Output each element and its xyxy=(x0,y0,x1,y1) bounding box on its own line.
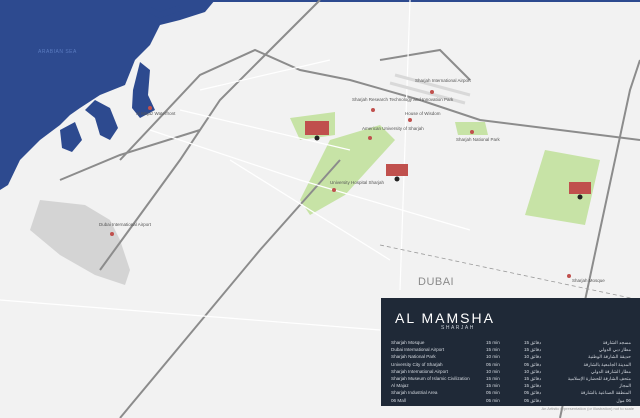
cell-time-ar: 05 دقائق xyxy=(524,390,542,396)
roads xyxy=(59,0,640,418)
place-hospital[interactable]: University Hospital Sharjah xyxy=(330,180,385,192)
cell-time-ar: 15 دقائق xyxy=(524,340,542,345)
svg-text:Sharjah International Airport: Sharjah International Airport xyxy=(415,78,472,83)
svg-text:Sharjah Research Technology an: Sharjah Research Technology and Innovati… xyxy=(352,97,454,102)
cell-time-ar: 15 دقائق xyxy=(524,375,542,381)
cell-time: 15 min xyxy=(486,340,500,345)
cell-ar: حديقة الشارقة الوطنية xyxy=(588,354,631,360)
creek xyxy=(60,62,155,152)
cell-time: 10 min xyxy=(486,354,500,360)
pin-icon xyxy=(110,232,114,236)
place-sharjah-mosque[interactable]: Sharjah Mosque xyxy=(567,274,605,283)
cell-time-ar: 10 دقائق xyxy=(524,368,542,374)
minor-roads xyxy=(0,0,471,331)
city-label-dubai: DUBAI xyxy=(418,276,454,288)
sharjah-national-park-area xyxy=(525,150,600,225)
cell-en: Sharjah Industrial Area xyxy=(391,390,438,396)
pin-icon xyxy=(332,188,336,192)
place-al-majaz[interactable]: Al Majaz Waterfront xyxy=(136,106,176,116)
al-mamsha-marker[interactable] xyxy=(305,121,329,141)
disclaimer: An Artistic representation (or illustrat… xyxy=(541,406,635,411)
cell-en: Sharjah National Park xyxy=(391,354,436,360)
cell-time-ar: 05 دقائق xyxy=(524,361,542,367)
cell-ar: المنطقة الصناعية بالشارقة xyxy=(580,390,631,396)
table-row: University City of Sharjah 05 min 05 دقائق… xyxy=(391,361,631,368)
table-row: Sharjah Industrial Area 05 min 05 دقائق الم… xyxy=(391,389,631,396)
pin-icon xyxy=(314,135,320,141)
cell-ar: مسجد الشارقة xyxy=(602,340,631,345)
cell-ar: 06 مول xyxy=(616,397,631,403)
cell-time-ar: 15 دقائق xyxy=(524,383,542,389)
cell-time-ar: 10 دقائق xyxy=(524,354,542,360)
cell-ar: المدينة الجامعية بالشارقة xyxy=(583,361,631,367)
project-marker-park[interactable] xyxy=(569,182,591,200)
svg-text:American University of Sharjah: American University of Sharjah xyxy=(362,126,424,131)
pin-icon xyxy=(577,194,583,200)
cell-en: Sharjah International Airport xyxy=(391,368,448,374)
pin-icon xyxy=(430,90,434,94)
brand-subtitle: SHARJAH xyxy=(441,325,475,331)
cell-time: 15 min xyxy=(486,383,500,389)
table-row: Sharjah Museum of Islamic Civilization 15… xyxy=(391,375,631,382)
sea-label: ARABIAN SEA xyxy=(38,49,77,55)
pin-icon xyxy=(408,118,412,122)
table-row: Sharjah National Park 10 min 10 دقائق حديقة… xyxy=(391,353,631,360)
table-row: Dubai International Airport 15 min 15 دقائ… xyxy=(391,346,631,353)
cell-en: Sharjah Mosque xyxy=(391,340,425,345)
cell-ar: مطار الشارقة الدولي xyxy=(591,368,631,374)
brand-logo: AL MAMSHA xyxy=(395,310,495,326)
cell-time: 15 min xyxy=(486,375,500,381)
cell-ar: مطار دبي الدولي xyxy=(598,347,631,353)
table-row: 06 Mall 05 min 05 دقائق 06 مول xyxy=(391,397,631,404)
distance-table: Sharjah Mosque 15 min 15 دقائق مسجد الشارقة… xyxy=(391,339,631,404)
cell-en: Sharjah Museum of Islamic Civilization xyxy=(391,375,470,381)
cell-en: 06 Mall xyxy=(391,397,406,403)
table-row: Al Majaz 15 min 15 دقائق المجاز xyxy=(391,382,631,389)
cell-en: Al Majaz xyxy=(391,383,409,389)
cell-time: 10 min xyxy=(486,368,500,374)
creek-inlet xyxy=(148,5,181,19)
svg-text:Sharjah National Park: Sharjah National Park xyxy=(456,137,501,142)
cell-time: 05 min xyxy=(486,397,500,403)
pin-icon xyxy=(567,274,571,278)
pin-icon xyxy=(470,130,474,134)
pin-icon xyxy=(148,106,152,110)
place-house-of-wisdom[interactable]: House of Wisdom xyxy=(405,111,441,122)
pin-icon xyxy=(368,136,372,140)
sea xyxy=(0,0,215,190)
emirate-border xyxy=(379,244,640,301)
cell-time: 05 min xyxy=(486,390,500,396)
place-dubai-airport[interactable]: Dubai International Airport xyxy=(99,222,152,236)
svg-text:University Hospital Sharjah: University Hospital Sharjah xyxy=(330,180,385,185)
svg-text:House of Wisdom: House of Wisdom xyxy=(405,111,441,116)
pin-icon xyxy=(371,108,375,112)
cell-en: University City of Sharjah xyxy=(391,361,443,367)
table-row: Sharjah Mosque 15 min 15 دقائق مسجد الشارقة xyxy=(391,339,631,346)
place-american-university[interactable]: American University of Sharjah xyxy=(362,126,424,140)
svg-text:Al Majaz Waterfront: Al Majaz Waterfront xyxy=(136,111,176,116)
cell-ar: متحف الشارقة للحضارة الإسلامية xyxy=(567,375,631,381)
place-national-park[interactable]: Sharjah National Park xyxy=(456,130,501,142)
pin-icon xyxy=(394,176,400,182)
place-research-park[interactable]: Sharjah Research Technology and Innovati… xyxy=(352,97,454,112)
svg-text:Sharjah Mosque: Sharjah Mosque xyxy=(572,278,605,283)
cell-time: 05 min xyxy=(486,361,500,367)
park-areas xyxy=(290,112,600,225)
cell-time-ar: 15 دقائق xyxy=(524,347,542,353)
cell-ar: المجاز xyxy=(619,383,631,389)
cell-en: Dubai International Airport xyxy=(391,347,445,353)
svg-text:Dubai International Airport: Dubai International Airport xyxy=(99,222,152,227)
project-marker[interactable] xyxy=(386,164,408,182)
place-sharjah-airport[interactable]: Sharjah International Airport xyxy=(415,78,472,94)
legend-panel: AL MAMSHA SHARJAH Sharjah Mosque 15 min 15… xyxy=(381,298,640,406)
cell-time-ar: 05 دقائق xyxy=(524,397,542,403)
cell-time: 15 min xyxy=(486,347,500,353)
sharjah-airport-runway xyxy=(389,73,471,105)
table-row: Sharjah International Airport 10 min 10 دق… xyxy=(391,368,631,375)
